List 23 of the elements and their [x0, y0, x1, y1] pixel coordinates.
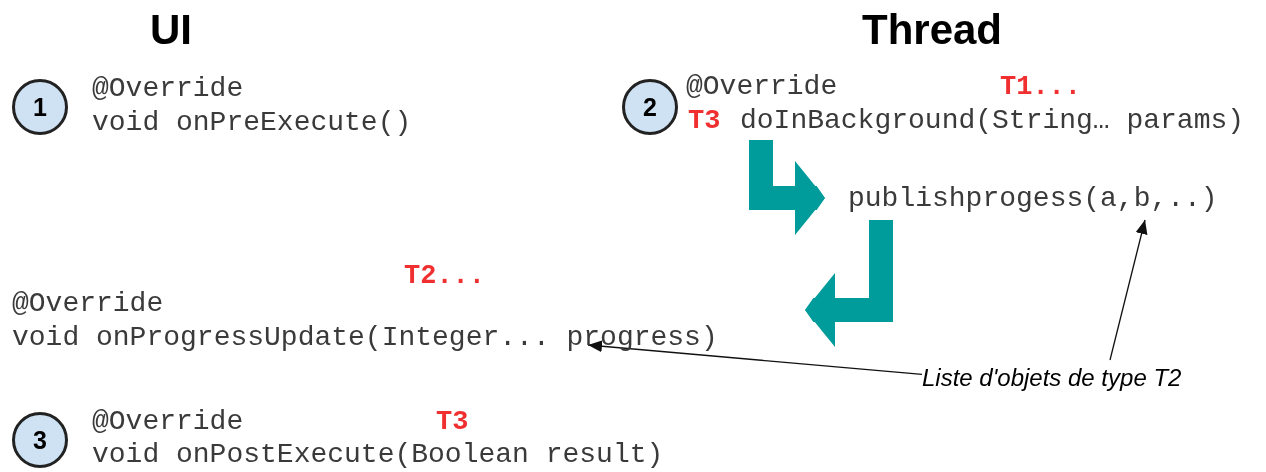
method-signature: void onProgressUpdate(Integer... progress)	[12, 321, 718, 355]
column-heading: Thread	[862, 6, 1003, 54]
code-line: @Override	[92, 405, 244, 439]
bent-arrow	[749, 140, 825, 235]
code-line: publishprogess(a,b,..)	[825, 180, 1235, 220]
code-line: void onPostExecute(Boolean result)	[92, 438, 664, 472]
type-parameter: T3	[436, 406, 469, 439]
step-number-circle: 1	[12, 79, 68, 135]
type-parameter: T3	[688, 105, 721, 138]
method-signature: doInBackground(String… params)	[740, 104, 1245, 138]
leader-arrow	[1109, 219, 1148, 361]
bent-arrow	[805, 220, 893, 347]
type-parameter: T2...	[404, 260, 485, 293]
column-heading: UI	[150, 6, 192, 54]
type-parameter: T1...	[1000, 71, 1081, 104]
annotation-line: @Override	[12, 287, 164, 321]
step-number-circle: 3	[12, 412, 68, 468]
code-line: @Override	[92, 72, 244, 106]
step-number-circle: 2	[622, 79, 678, 135]
leader-arrow	[587, 340, 923, 376]
annotation-line: @Override	[686, 70, 838, 104]
code-line: void onPreExecute()	[92, 106, 412, 140]
note-text: Liste d'objets de type T2	[922, 360, 1252, 396]
